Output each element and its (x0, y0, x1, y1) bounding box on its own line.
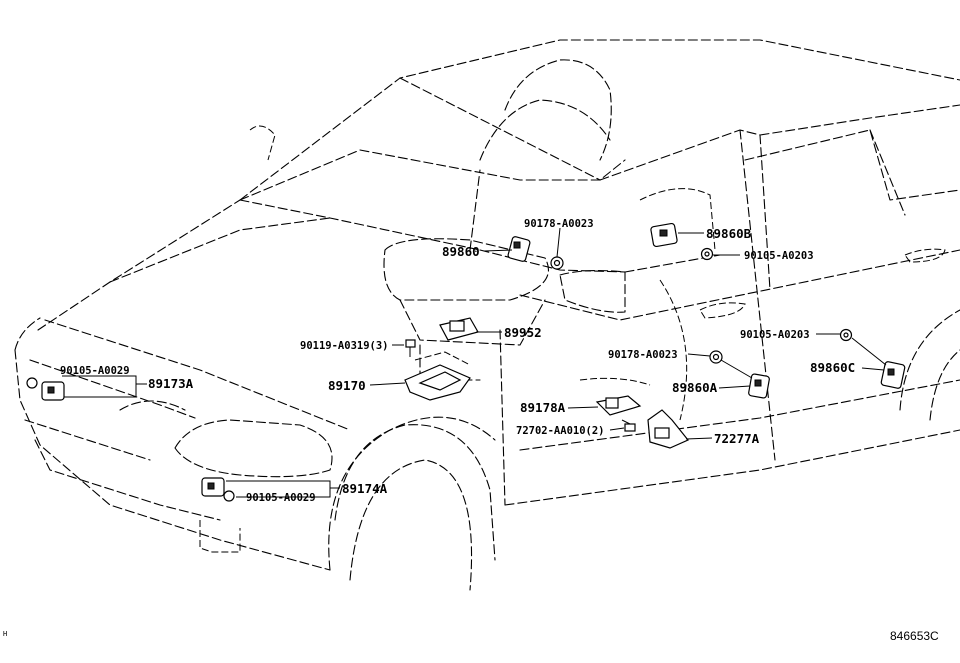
leader-lines (62, 227, 887, 498)
corner-mark: H (3, 630, 7, 638)
label-89174A: 89174A (342, 481, 388, 496)
label-90105-A0203-top: 90105-A0203 (744, 250, 814, 262)
label-89952: 89952 (504, 325, 542, 340)
bracket-72277A (647, 409, 689, 449)
part-labels: 89860 90178-A0023 89860B 90105-A0203 899… (60, 218, 855, 504)
label-89860: 89860 (442, 244, 480, 259)
sensor-89173A (26, 377, 65, 401)
label-89860A: 89860A (672, 380, 718, 395)
label-89178A: 89178A (520, 400, 566, 415)
label-89173A: 89173A (148, 376, 194, 391)
diagram-code: 846653C (890, 629, 939, 643)
airbag-ecu-89170 (404, 351, 471, 401)
nut-90178-top (550, 256, 564, 270)
bolt-90105-A0203-top (700, 247, 714, 261)
label-72277A: 72277A (714, 431, 760, 446)
label-90119-A0319: 90119-A0319(3) (300, 340, 389, 352)
sensor-89860B (650, 222, 678, 248)
sensor-89952 (439, 317, 479, 341)
label-90178-A0023-top: 90178-A0023 (524, 218, 594, 230)
sensor-89860A (748, 373, 770, 399)
label-89860C: 89860C (810, 360, 855, 375)
bolt-72702-AA010 (621, 419, 636, 432)
label-90105-A0029-left: 90105-A0029 (60, 365, 130, 377)
label-89860B: 89860B (706, 226, 752, 241)
label-90105-A0203-right: 90105-A0203 (740, 329, 810, 341)
nut-90178-mid (709, 350, 723, 364)
sensor-89860C (880, 361, 906, 389)
sensor-89178A (595, 395, 642, 416)
bolt-90105-A0203-right (839, 328, 853, 342)
sensor-89174A (201, 477, 235, 502)
car-outline (14, 39, 960, 591)
label-89170: 89170 (328, 378, 366, 393)
sensor-89860-front (507, 236, 531, 262)
label-90105-A0029-bottom: 90105-A0029 (246, 492, 316, 504)
label-72702-AA010: 72702-AA010(2) (516, 425, 605, 437)
bolt-90119-A0319 (405, 339, 416, 357)
label-90178-A0023-mid: 90178-A0023 (608, 349, 678, 361)
